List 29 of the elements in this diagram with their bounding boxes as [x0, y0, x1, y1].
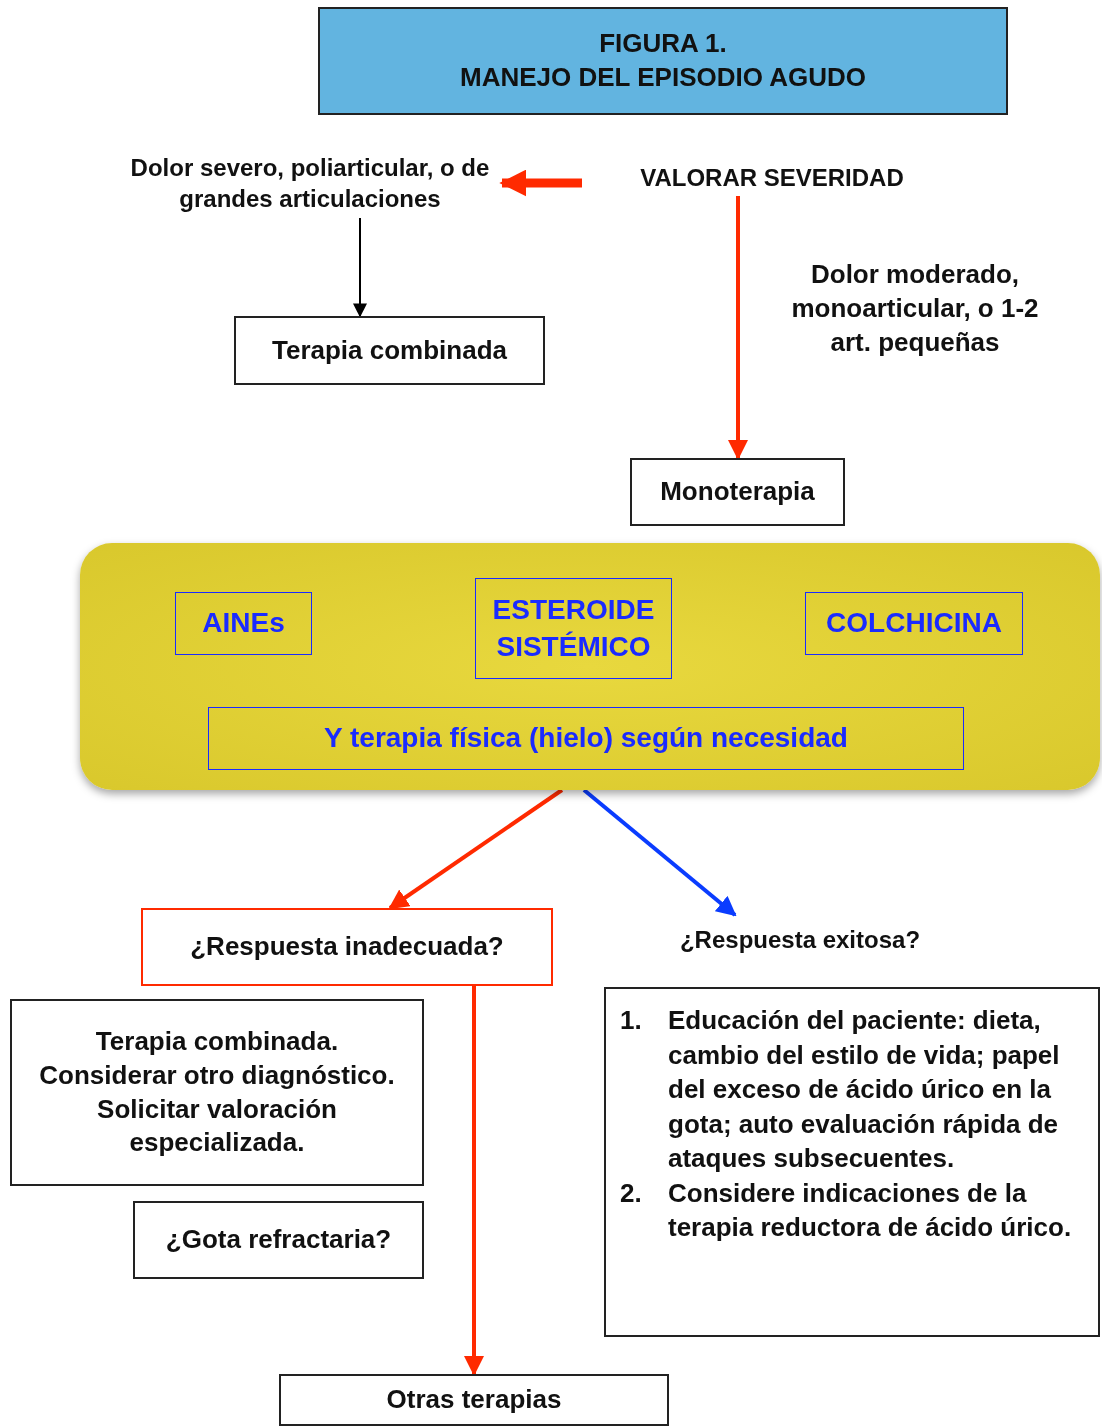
process-box: Otras terapias [279, 1374, 669, 1426]
arrow [582, 788, 737, 917]
option-box: ESTEROIDE SISTÉMICO [475, 578, 672, 679]
process-box: Monoterapia [630, 458, 845, 526]
option-box: Y terapia física (hielo) según necesidad [208, 707, 964, 770]
node-text: VALORAR SEVERIDAD [582, 160, 962, 196]
question-box: ¿Gota refractaria? [133, 1201, 424, 1279]
list-item-text: Educación del paciente: dieta, cambio del estilo de vida; papel del exceso de ácido úrico en la gota; auto evaluación rápida de ataques subsecuentes. [668, 1004, 1061, 1176]
list-number: 2. [620, 1176, 643, 1210]
treatment-panel [80, 543, 1100, 790]
title-text: FIGURA 1. [599, 27, 727, 61]
arrow [353, 217, 367, 318]
arrow [464, 986, 484, 1376]
node-text: ¿Respuesta exitosa? [630, 915, 970, 965]
node-text: Dolor severo, poliarticular, o de grandes articulaciones [118, 148, 502, 218]
title-box [318, 7, 1008, 115]
title-text: MANEJO DEL EPISODIO AGUDO [460, 61, 866, 94]
option-box: COLCHICINA [805, 592, 1023, 655]
arrow [499, 169, 582, 197]
arrow [388, 788, 564, 910]
list-number: 1. [620, 1004, 643, 1037]
recommendation-box [604, 987, 1100, 1337]
arrow [728, 196, 748, 460]
question-box: ¿Respuesta inadecuada? [141, 908, 553, 986]
edge-label: Dolor moderado, monoarticular, o 1-2 art. pequeñas [790, 258, 1040, 359]
process-box: Terapia combinada. Considerar otro diagnóstico. Solicitar valoración especializada. [10, 999, 424, 1186]
option-box: AINEs [175, 592, 312, 655]
list-item-text: Considere indicaciones de la terapia reductora de ácido úrico. [668, 1176, 1073, 1245]
process-box: Terapia combinada [234, 316, 545, 385]
